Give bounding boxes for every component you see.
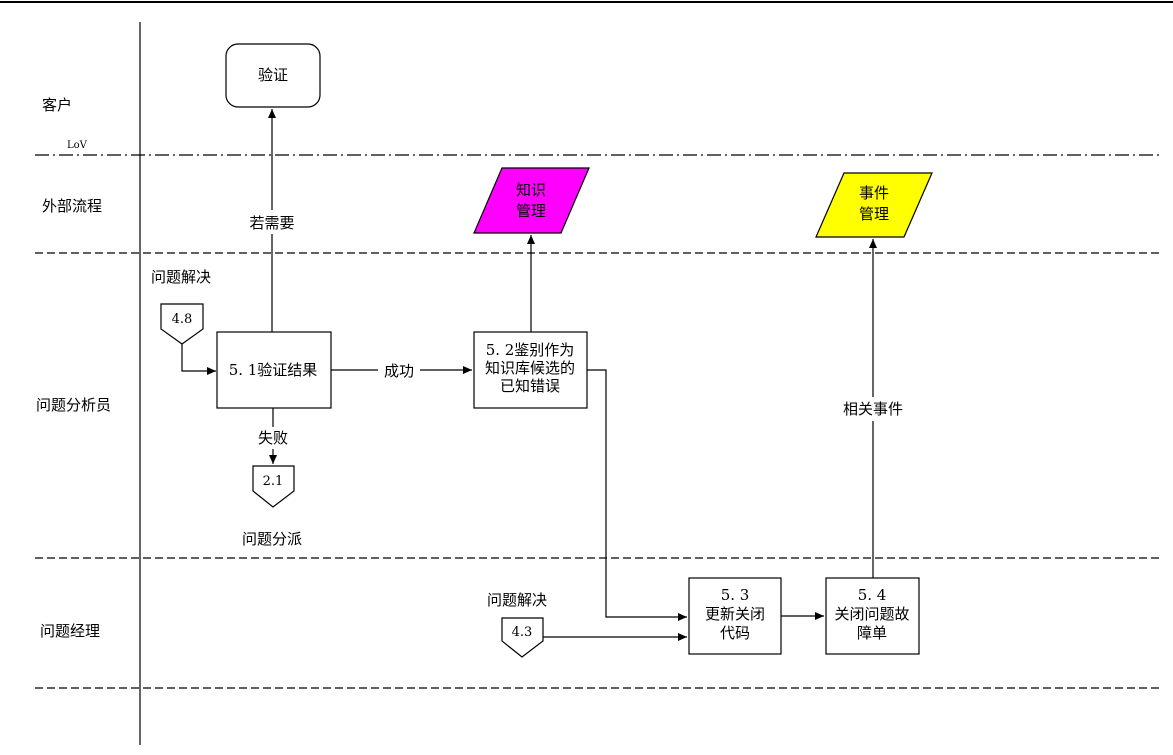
edge-label-fail: 失败 bbox=[258, 429, 288, 447]
process-5-2 bbox=[473, 331, 588, 409]
connector-4-8-caption: 问题解决 bbox=[151, 268, 211, 286]
connector-4-8 bbox=[160, 303, 204, 345]
process-5-4-label: 障单 bbox=[857, 624, 887, 642]
incident-label: 事件 bbox=[859, 184, 889, 202]
connector-2-1-caption: 问题分派 bbox=[242, 530, 302, 548]
incident-management-shape bbox=[815, 172, 933, 238]
lane-label-analyst: 问题分析员 bbox=[36, 396, 111, 414]
lane-label-external: 外部流程 bbox=[42, 197, 102, 215]
edge-label-bg bbox=[242, 210, 300, 234]
connector-2-1-label: 2.1 bbox=[263, 474, 284, 489]
edge-label-related-incident: 相关事件 bbox=[843, 400, 903, 418]
incident-label: 管理 bbox=[859, 205, 889, 223]
process-5-2-label: 5. 2鉴别作为 bbox=[486, 341, 575, 359]
verify-terminator bbox=[225, 43, 321, 108]
process-5-1 bbox=[216, 331, 332, 409]
connector-4-3-caption: 问题解决 bbox=[487, 591, 547, 609]
process-5-2-label: 已知错误 bbox=[500, 377, 560, 395]
edge-4-8-to-5-1 bbox=[181, 344, 216, 375]
lane-label-lov: LoV bbox=[67, 140, 88, 151]
knowledge-label: 知识 bbox=[516, 181, 546, 199]
connector-4-3-label: 4.3 bbox=[512, 625, 533, 640]
process-5-3-label: 5. 3 bbox=[721, 586, 750, 604]
process-5-3-label: 更新关闭 bbox=[705, 605, 765, 623]
knowledge-label: 管理 bbox=[516, 202, 546, 220]
lane-label-manager: 问题经理 bbox=[40, 622, 100, 640]
knowledge-management-shape bbox=[473, 167, 590, 234]
edge-label-if-needed: 若需要 bbox=[249, 214, 294, 232]
connector-4-8-label: 4.8 bbox=[172, 312, 193, 327]
edge-label-bg bbox=[253, 427, 293, 449]
process-5-3-label: 代码 bbox=[720, 624, 750, 642]
process-5-4-label: 关闭问题故 bbox=[834, 605, 909, 623]
process-5-4-label: 5. 4 bbox=[858, 586, 887, 604]
edge-5-2-to-5-3 bbox=[587, 369, 687, 621]
process-5-4 bbox=[825, 577, 920, 655]
connector-2-1 bbox=[252, 465, 295, 508]
edge-label-bg bbox=[378, 360, 420, 380]
process-5-2-label: 知识库候选的 bbox=[485, 359, 575, 377]
edge-label-bg bbox=[834, 397, 912, 421]
connector-4-3 bbox=[501, 617, 544, 658]
edge-label-success: 成功 bbox=[384, 362, 414, 380]
process-5-1-label: 5. 1验证结果 bbox=[229, 361, 318, 379]
verify-label: 验证 bbox=[258, 66, 288, 84]
lane-label-customer: 客户 bbox=[42, 96, 72, 114]
process-5-3 bbox=[688, 577, 782, 655]
